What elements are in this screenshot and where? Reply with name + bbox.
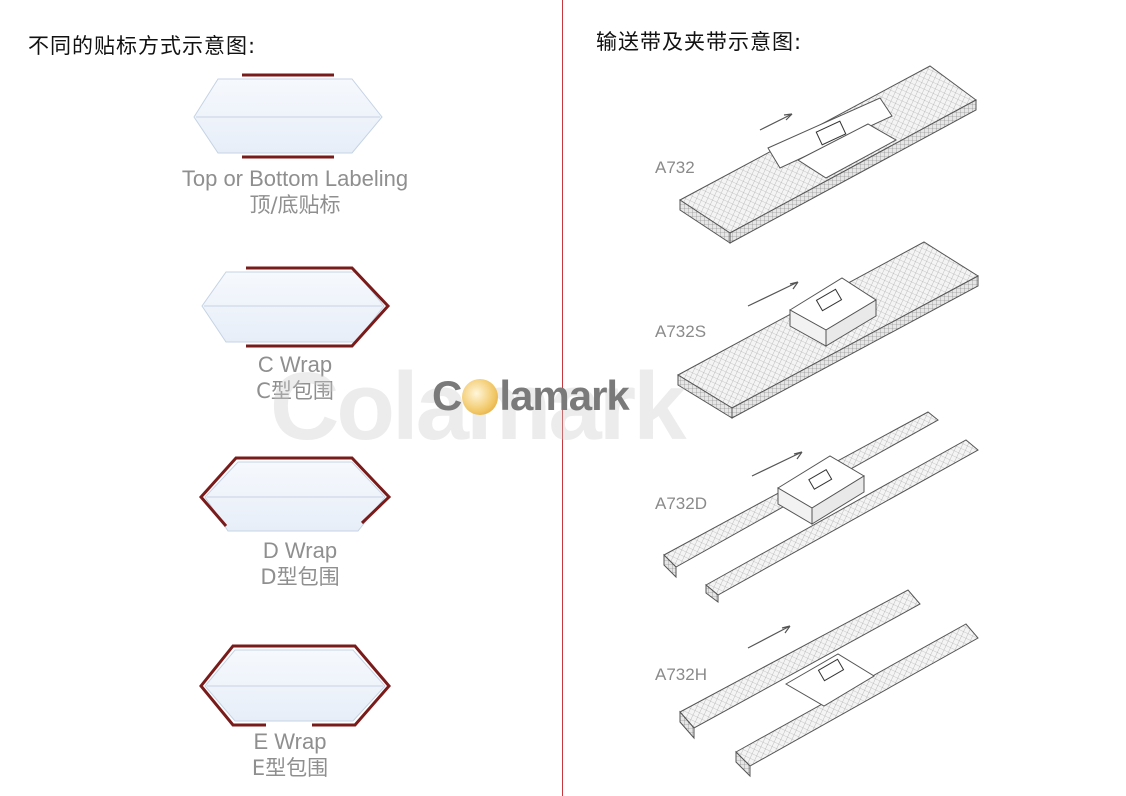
caption-e-wrap: E Wrap E型包围: [145, 729, 435, 781]
caption-zh: E型包围: [251, 756, 329, 780]
caption-d-wrap: D Wrap D型包围: [155, 538, 445, 590]
caption-en: C Wrap: [257, 352, 333, 377]
belt-label-a732s: A732S: [655, 322, 707, 341]
belt-a732: [679, 65, 977, 244]
caption-zh: D型包围: [260, 565, 340, 589]
belt-label-a732: A732: [655, 158, 695, 177]
belt-label-a732d: A732D: [655, 494, 707, 513]
caption-en: D Wrap: [262, 538, 338, 563]
caption-zh: C型包围: [256, 379, 334, 403]
right-heading: 输送带及夹带示意图:: [596, 30, 803, 54]
e-wrap-label-line: [199, 644, 391, 727]
belt-a732s: [676, 241, 979, 419]
d-wrap-diagram: [199, 456, 392, 532]
caption-c-wrap: C Wrap C型包围: [150, 352, 440, 404]
caption-en: Top or Bottom Labeling: [181, 166, 409, 191]
column-divider: [562, 0, 563, 796]
caption-zh: 顶/底贴标: [249, 193, 341, 217]
e-wrap-diagram: [199, 644, 391, 727]
c-wrap-label-line: [246, 266, 391, 348]
left-heading: 不同的贴标方式示意图:: [28, 34, 257, 58]
d-wrap-label-line: [199, 456, 392, 527]
logo-dot-icon: [462, 379, 499, 415]
caption-en: E Wrap: [253, 729, 327, 754]
c-wrap-diagram: [201, 266, 391, 348]
belt-a732h: [679, 589, 979, 778]
top-bottom-label-diagram: [193, 73, 383, 159]
caption-top-bottom: Top or Bottom Labeling 顶/底贴标: [150, 166, 440, 218]
belt-label-a732h: A732H: [655, 665, 707, 684]
logo-prefix: C: [432, 372, 462, 419]
belt-a732d: [663, 411, 979, 603]
logo-suffix: lamark: [499, 372, 629, 419]
